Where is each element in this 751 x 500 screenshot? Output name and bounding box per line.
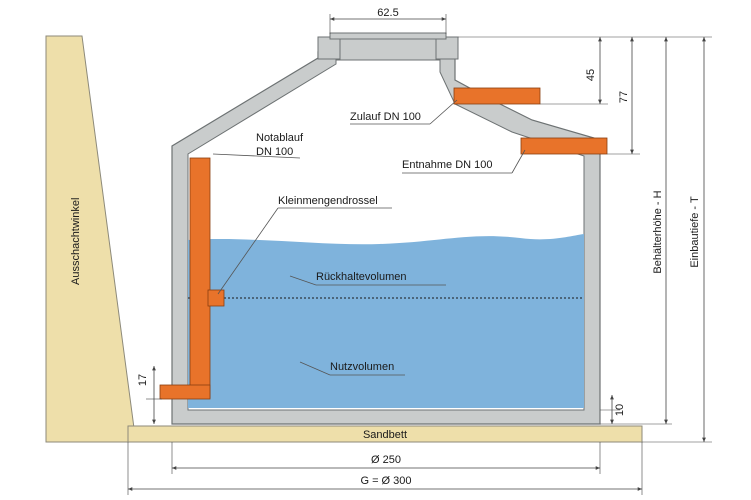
dim-10-text: 10 <box>614 404 626 416</box>
top-collar-left <box>317 36 341 60</box>
behaelterhoehe-label: Behälterhöhe - H <box>652 190 664 273</box>
zulauf-leader-2 <box>429 99 458 125</box>
top-opening <box>329 32 447 40</box>
sandbett-label: Sandbett <box>363 429 407 441</box>
zulauf-pipe <box>453 87 541 105</box>
einbautiefe-label: Einbautiefe - T <box>689 196 701 268</box>
top-collar-right <box>435 36 459 60</box>
notablauf-label-2: DN 100 <box>256 146 293 158</box>
notablauf-leader <box>212 153 301 159</box>
dim-250-text: Ø 250 <box>371 454 401 466</box>
dim-top-opening-text: 62.5 <box>377 7 398 19</box>
drossel-body <box>207 289 225 307</box>
entnahme-label: Entnahme DN 100 <box>402 159 493 171</box>
entnahme-leader-2 <box>511 149 526 174</box>
dim-77-text: 77 <box>618 91 630 103</box>
rueckhaltevolumen-label: Rückhaltevolumen <box>316 271 407 283</box>
notablauf-label-1: Notablauf <box>256 132 304 144</box>
nutzvolumen-label: Nutzvolumen <box>330 361 394 373</box>
nutzvolumen-leader-2 <box>299 361 331 376</box>
kleinmengendrossel-leader-2 <box>217 207 279 295</box>
rueckhaltevolumen-leader-2 <box>289 275 317 286</box>
ausschachtwinkel-label: Ausschachtwinkel <box>70 198 82 285</box>
dim-17-text: 17 <box>137 374 149 386</box>
notablauf-pipe-vertical <box>189 157 211 399</box>
water-body <box>188 234 584 408</box>
dim-45-text: 45 <box>585 69 597 81</box>
notablauf-pipe-outlet <box>159 384 211 400</box>
excavation-wedge <box>45 35 135 443</box>
sand-bed <box>127 425 643 443</box>
kleinmengendrossel-label: Kleinmengendrossel <box>278 195 378 207</box>
dim-300-text: G = Ø 300 <box>360 475 411 487</box>
entnahme-pipe <box>520 137 608 155</box>
zulauf-label: Zulauf DN 100 <box>350 111 421 123</box>
